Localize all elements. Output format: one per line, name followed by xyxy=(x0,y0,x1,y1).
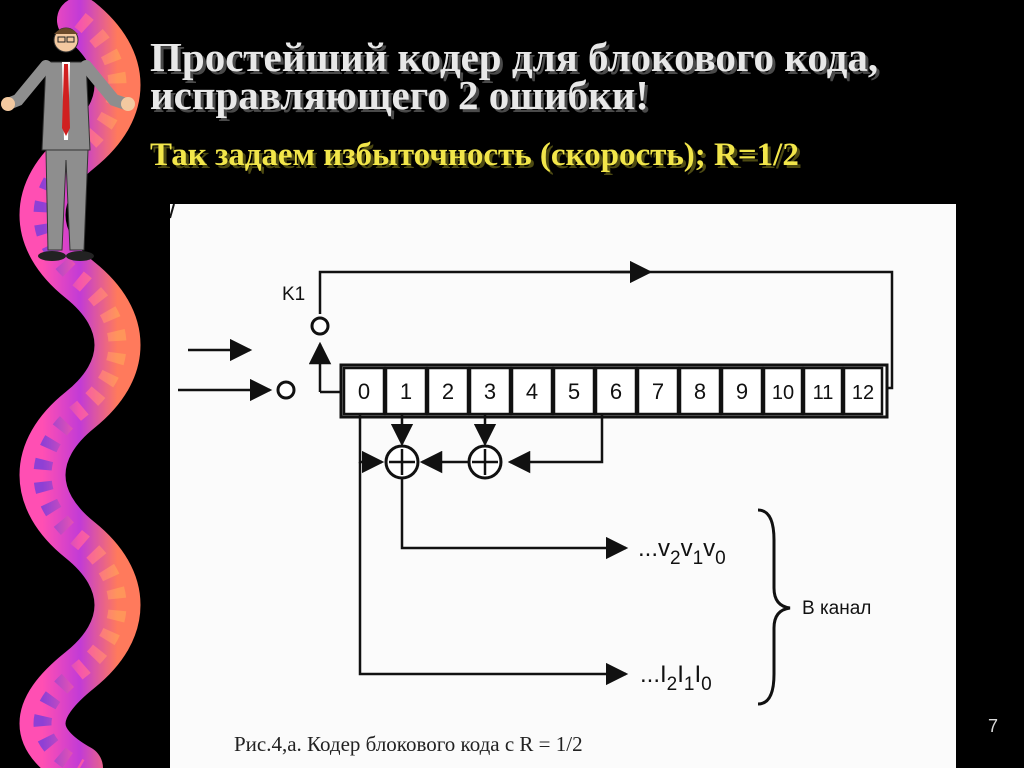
register-cell-label: 6 xyxy=(610,379,622,404)
register-cell-label: 5 xyxy=(568,379,580,404)
register-cell-label: 9 xyxy=(736,379,748,404)
info-symbols-label: ...I2I1I0 xyxy=(640,661,712,695)
register-cell xyxy=(384,366,428,416)
register-cell-label: 12 xyxy=(852,382,874,404)
register-cell xyxy=(426,366,470,416)
slide-title-line-2: исправляющего 2 ошибки! xyxy=(150,72,649,118)
register-cell-label: 4 xyxy=(526,379,538,404)
register-cell xyxy=(594,366,638,416)
register-cell xyxy=(762,366,804,416)
check-output-line xyxy=(400,478,629,560)
register-cell-label: 11 xyxy=(813,382,834,404)
slide-title-line-1: Простейший кодер для блокового кода, xyxy=(150,34,879,80)
switch-k1-contact xyxy=(310,316,330,336)
register-cell-label: 0 xyxy=(358,379,370,404)
slide-title: Простейший кодер для блокового кода, исп… xyxy=(150,34,1010,118)
register-cell xyxy=(468,366,512,416)
register-cell-label: 8 xyxy=(694,379,706,404)
parity-network xyxy=(358,414,604,480)
register-cell xyxy=(552,366,596,416)
register-cell-label: 1 xyxy=(400,379,412,404)
switch-k1-label: K1 xyxy=(282,284,305,305)
info-output-line xyxy=(358,462,629,686)
register-cell-label: 7 xyxy=(652,379,664,404)
page-number: 7 xyxy=(988,716,999,736)
register-cell xyxy=(720,366,764,416)
register-cell xyxy=(802,366,844,416)
register-cell xyxy=(842,366,884,416)
slide-subtitle: Так задаем избыточность (скорость); R=1/… xyxy=(150,137,799,173)
check-symbols-label: ...v2v1v0 xyxy=(638,535,726,569)
decorative-ribbon-border xyxy=(1,0,141,768)
channel-label: В канал xyxy=(802,598,871,619)
register-cell-label: 2 xyxy=(442,379,454,404)
register-cell xyxy=(342,366,386,416)
register-cell xyxy=(678,366,722,416)
scan-edge-mark xyxy=(170,204,175,219)
register-cell-label: 3 xyxy=(484,379,496,404)
presenter-figure-icon xyxy=(1,27,135,261)
register-cell xyxy=(510,366,554,416)
input-contact xyxy=(276,380,296,400)
figure-caption: Рис.4,а. Кодер блокового кода с R = 1/2 xyxy=(234,732,583,756)
channel-brace xyxy=(757,508,791,706)
register-cell-label: 10 xyxy=(772,382,794,404)
register-cell xyxy=(636,366,680,416)
